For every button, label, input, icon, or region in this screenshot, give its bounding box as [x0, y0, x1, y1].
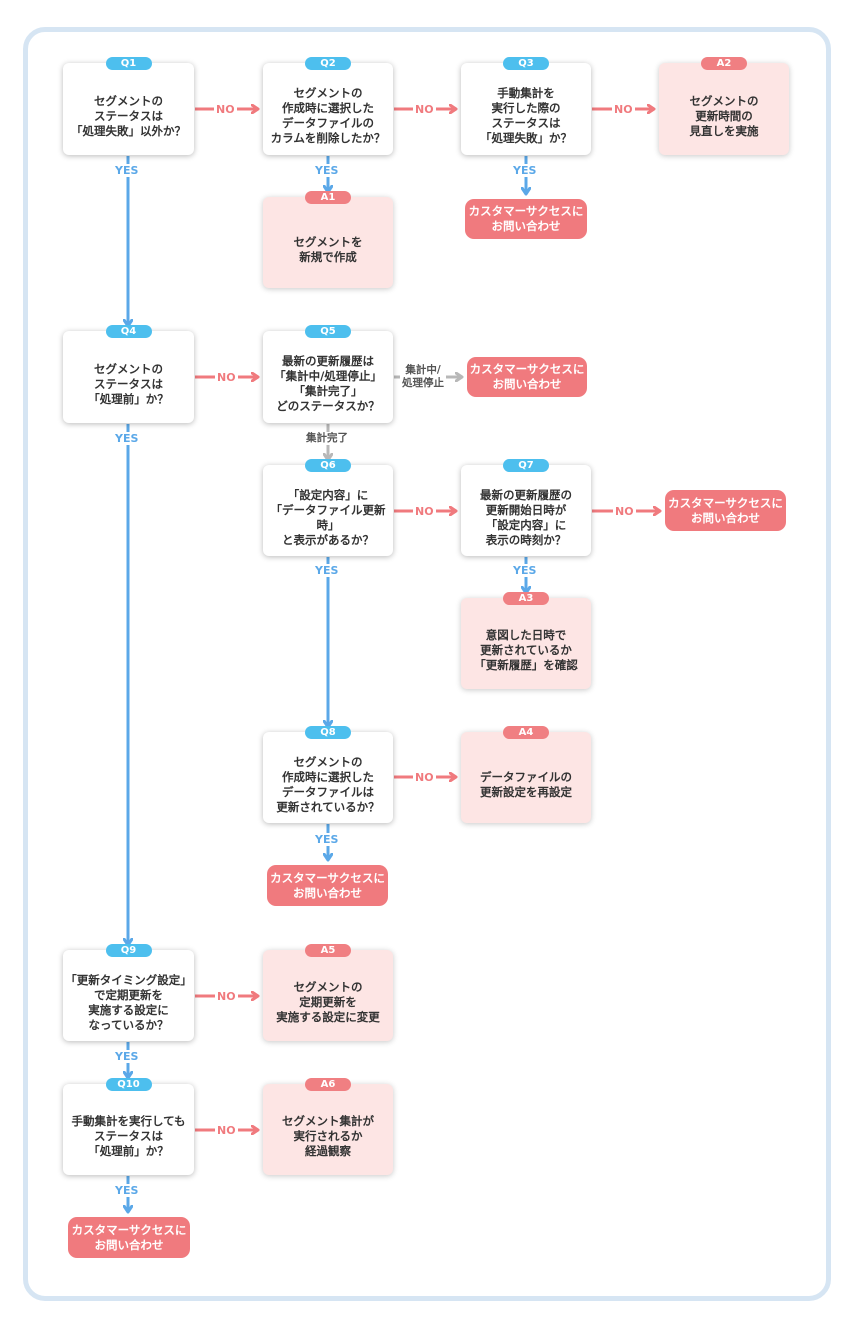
question-q5: Q5 最新の更新履歴は 「集計中/処理停止」 「集計完了」 どのステータスか？: [263, 325, 393, 423]
question-text: セグメントの ステータスは 「処理前」か？: [88, 361, 169, 406]
contact-box-q3: カスタマーサクセスに お問い合わせ: [465, 199, 587, 239]
answer-text: セグメントの 定期更新を 実施する設定に変更: [276, 980, 380, 1024]
question-text: 手動集計を実行しても ステータスは 「処理前」か？: [71, 1114, 186, 1158]
question-tag: Q1: [105, 57, 152, 70]
yes-label-q1: YES: [113, 164, 141, 177]
yes-label-q2: YES: [313, 164, 341, 177]
answer-a5: A5 セグメントの 定期更新を 実施する設定に変更: [263, 944, 393, 1041]
answer-text: セグメント集計が 実行されるか 経過観察: [282, 1114, 374, 1158]
answer-tag: A4: [503, 726, 549, 739]
yes-label-q10: YES: [113, 1184, 141, 1197]
no-label-q9: NO: [215, 990, 238, 1003]
question-tag: Q2: [305, 57, 351, 70]
question-q6: Q6 「設定内容」に 「データファイル更新時」 と表示があるか？: [263, 459, 393, 556]
question-q4: Q4 セグメントの ステータスは 「処理前」か？: [63, 325, 194, 423]
complete-label-q5: 集計完了: [304, 432, 350, 445]
question-tag: Q5: [305, 325, 351, 338]
yes-label-q7: YES: [511, 564, 539, 577]
in-progress-label-q5: 集計中/ 処理停止: [400, 364, 446, 390]
question-tag: Q3: [503, 57, 549, 70]
no-label-q3: NO: [612, 103, 635, 116]
question-text: セグメントの ステータスは 「処理失敗」以外か？: [71, 93, 186, 138]
no-label-q8: NO: [413, 771, 436, 784]
question-tag: Q7: [503, 459, 549, 472]
answer-a2: A2 セグメントの 更新時間の 見直しを実施: [659, 57, 789, 155]
contact-box-q8: カスタマーサクセスに お問い合わせ: [267, 865, 388, 906]
question-tag: Q8: [305, 726, 351, 739]
no-label-q1: NO: [214, 103, 237, 116]
answer-text: 意図した日時で 更新されているか 「更新履歴」を確認: [474, 628, 578, 672]
question-text: 「設定内容」に 「データファイル更新時」 と表示があるか？: [270, 487, 386, 547]
answer-tag: A1: [305, 191, 351, 204]
question-tag: Q4: [105, 325, 152, 338]
answer-tag: A3: [503, 592, 549, 605]
no-label-q6: NO: [413, 505, 436, 518]
answer-text: データファイルの 更新設定を再設定: [480, 769, 572, 799]
answer-a1: A1 セグメントを 新規で作成: [263, 191, 393, 288]
question-q8: Q8 セグメントの 作成時に選択した データファイルは 更新されているか？: [263, 726, 393, 823]
answer-tag: A2: [701, 57, 747, 70]
contact-box-q7: カスタマーサクセスに お問い合わせ: [665, 490, 786, 531]
question-text: 手動集計を 実行した際の ステータスは 「処理失敗」か？: [480, 86, 572, 145]
yes-label-q8: YES: [313, 833, 341, 846]
answer-a3: A3 意図した日時で 更新されているか 「更新履歴」を確認: [461, 592, 591, 689]
question-q3: Q3 手動集計を 実行した際の ステータスは 「処理失敗」か？: [461, 57, 591, 155]
question-text: セグメントの 作成時に選択した データファイルの カラムを削除したか？: [270, 86, 386, 145]
yes-label-q6: YES: [313, 564, 341, 577]
yes-label-q3: YES: [511, 164, 539, 177]
yes-label-q9: YES: [113, 1050, 141, 1063]
question-q1: Q1 セグメントの ステータスは 「処理失敗」以外か？: [63, 57, 194, 155]
question-tag: Q10: [105, 1078, 152, 1091]
question-text: 「更新タイミング設定」 で定期更新を 実施する設定に なっているか？: [65, 972, 192, 1032]
question-q10: Q10 手動集計を実行しても ステータスは 「処理前」か？: [63, 1078, 194, 1175]
answer-text: セグメントの 更新時間の 見直しを実施: [689, 93, 759, 138]
contact-box-q5: カスタマーサクセスに お問い合わせ: [467, 357, 587, 397]
answer-tag: A6: [305, 1078, 351, 1091]
question-q2: Q2 セグメントの 作成時に選択した データファイルの カラムを削除したか？: [263, 57, 393, 155]
answer-a6: A6 セグメント集計が 実行されるか 経過観察: [263, 1078, 393, 1175]
no-label-q10: NO: [215, 1124, 238, 1137]
no-label-q2: NO: [413, 103, 436, 116]
answer-a4: A4 データファイルの 更新設定を再設定: [461, 726, 591, 823]
question-tag: Q9: [105, 944, 152, 957]
question-text: セグメントの 作成時に選択した データファイルは 更新されているか？: [276, 754, 380, 814]
no-label-q4: NO: [215, 371, 238, 384]
question-text: 最新の更新履歴は 「集計中/処理停止」 「集計完了」 どのステータスか？: [274, 354, 382, 413]
answer-text: セグメントを 新規で作成: [293, 234, 363, 264]
answer-tag: A5: [305, 944, 351, 957]
no-label-q7: NO: [613, 505, 636, 518]
question-text: 最新の更新履歴の 更新開始日時が 「設定内容」に 表示の時刻か？: [480, 487, 572, 547]
yes-label-q4: YES: [113, 432, 141, 445]
question-tag: Q6: [305, 459, 351, 472]
question-q7: Q7 最新の更新履歴の 更新開始日時が 「設定内容」に 表示の時刻か？: [461, 459, 591, 556]
question-q9: Q9 「更新タイミング設定」 で定期更新を 実施する設定に なっているか？: [63, 944, 194, 1041]
contact-box-q10: カスタマーサクセスに お問い合わせ: [68, 1217, 190, 1258]
